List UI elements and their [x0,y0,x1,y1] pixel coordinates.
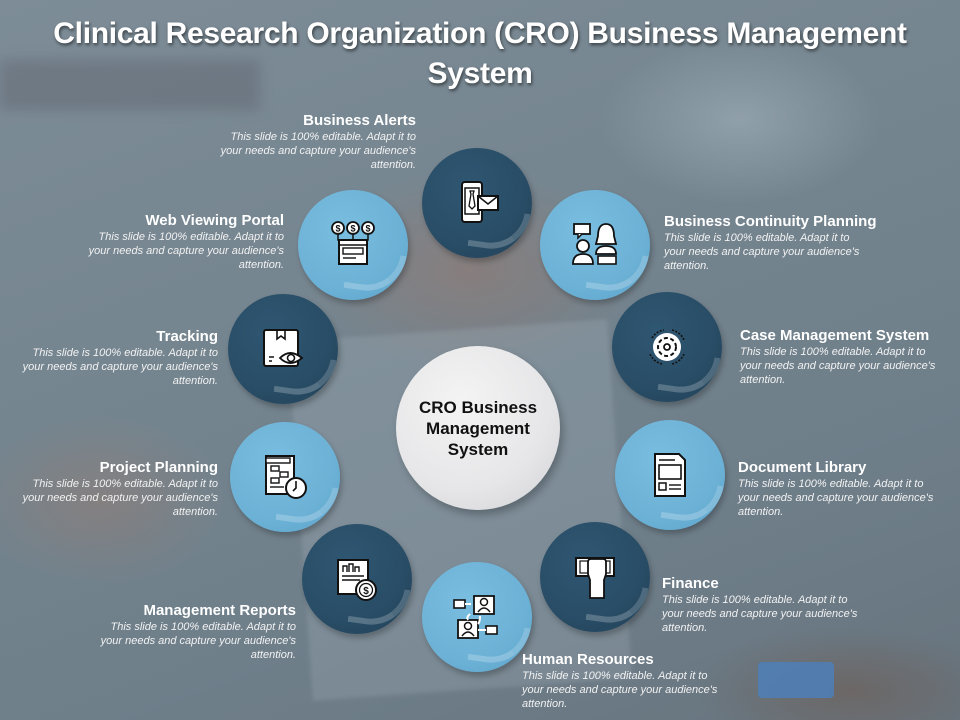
item-title: Case Management System [740,327,930,344]
item-title: Web Viewing Portal [145,212,284,229]
node-finance[interactable] [540,522,650,632]
item-desc: This slide is 100% editable. Adapt it to… [22,478,218,518]
item-desc: This slide is 100% editable. Adapt it to… [220,131,416,171]
box-eye-icon [263,329,304,367]
node-web-viewing-portal[interactable]: $ $ $ [298,190,408,300]
node-business-alerts[interactable] [422,148,532,258]
center-label: CRO Business Management System [418,397,538,459]
item-desc: This slide is 100% editable. Adapt it to… [664,232,860,272]
org-people-icon [453,595,498,639]
item-desc: This slide is 100% editable. Adapt it to… [100,621,296,661]
background-shape [0,60,260,110]
item-title: Management Reports [143,602,296,619]
label-project-planning: Project Planning This slide is 100% edit… [18,459,218,519]
label-human-resources: Human Resources This slide is 100% edita… [522,651,722,711]
item-title: Finance [662,575,719,592]
binder-clip [758,662,834,698]
hand-money-icon [575,557,615,599]
slide-title: Clinical Research Organization (CRO) Bus… [53,17,907,90]
label-case-management-system: Case Management System This slide is 100… [740,327,940,387]
item-title: Business Continuity Planning [664,213,877,230]
people-chat-icon [572,223,618,265]
label-tracking: Tracking This slide is 100% editable. Ad… [18,328,218,388]
node-project-planning[interactable] [230,422,340,532]
phone-mail-icon [461,181,499,223]
item-title: Project Planning [99,459,218,476]
plan-clock-icon [265,455,307,499]
item-desc: This slide is 100% editable. Adapt it to… [88,231,284,271]
svg-text:$: $ [350,224,355,234]
web-dollar-icon: $ $ $ [331,221,375,265]
item-desc: This slide is 100% editable. Adapt it to… [662,594,858,634]
item-title: Tracking [156,328,218,345]
item-desc: This slide is 100% editable. Adapt it to… [740,346,936,386]
report-coin-icon: $ [337,559,377,601]
label-web-viewing-portal: Web Viewing Portal This slide is 100% ed… [84,212,284,272]
node-document-library[interactable] [615,420,725,530]
node-business-continuity-planning[interactable] [540,190,650,300]
item-desc: This slide is 100% editable. Adapt it to… [522,670,718,710]
center-hub: CRO Business Management System [396,346,560,510]
node-tracking[interactable] [228,294,338,404]
item-desc: This slide is 100% editable. Adapt it to… [22,347,218,387]
document-icon [654,453,686,497]
label-management-reports: Management Reports This slide is 100% ed… [96,602,296,662]
svg-text:$: $ [363,586,369,597]
item-desc: This slide is 100% editable. Adapt it to… [738,478,934,518]
node-human-resources[interactable] [422,562,532,672]
label-business-continuity-planning: Business Continuity Planning This slide … [664,213,877,273]
gear-cycle-icon [649,329,685,365]
label-document-library: Document Library This slide is 100% edit… [738,459,938,519]
item-title: Document Library [738,459,867,476]
label-finance: Finance This slide is 100% editable. Ada… [662,575,862,635]
node-case-management-system[interactable] [612,292,722,402]
item-title: Human Resources [522,651,654,668]
item-title: Business Alerts [303,112,416,129]
node-management-reports[interactable]: $ [302,524,412,634]
svg-text:$: $ [335,224,340,234]
svg-text:$: $ [365,224,370,234]
label-business-alerts: Business Alerts This slide is 100% edita… [216,112,416,172]
